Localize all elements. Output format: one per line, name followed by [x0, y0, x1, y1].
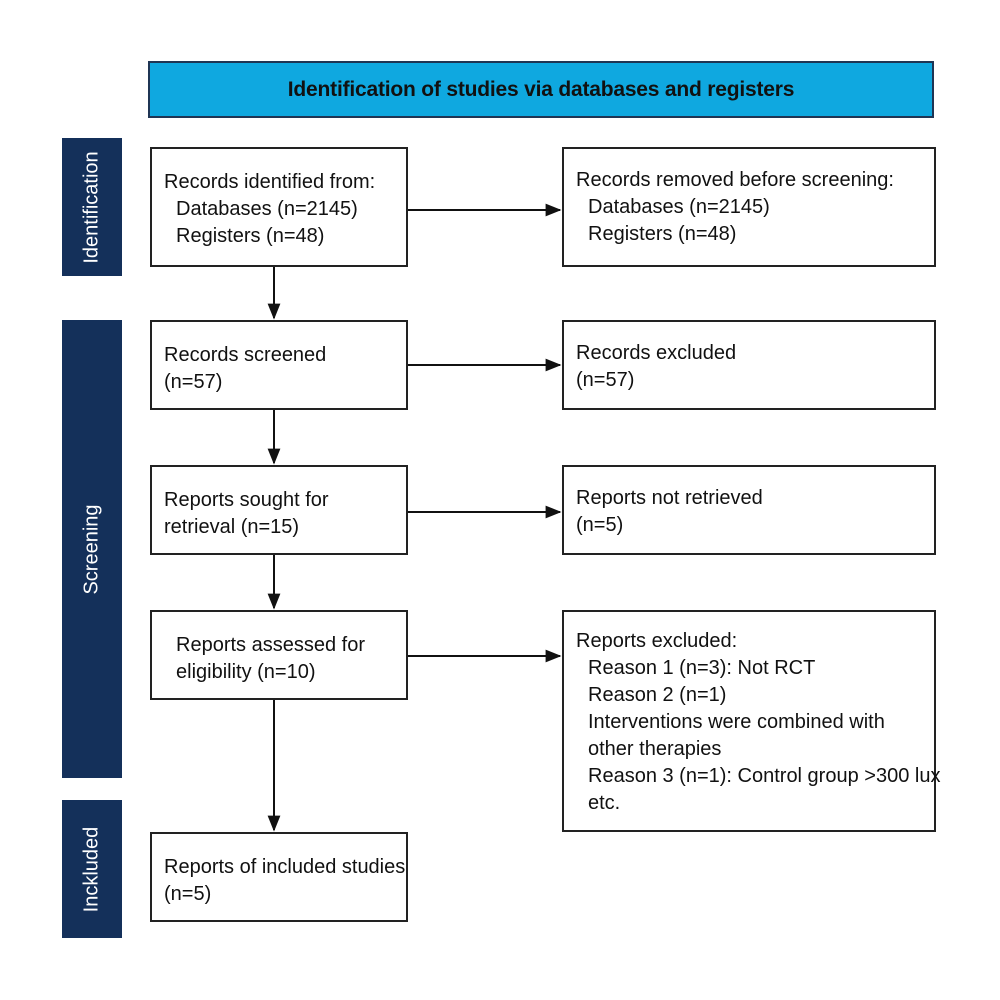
box-title: Reports excluded: — [576, 630, 738, 652]
box-title: Reports assessed for — [176, 634, 365, 656]
box-reports-included: Reports of included studies (n=5) — [150, 832, 408, 922]
stage-identification: Identification — [62, 138, 122, 276]
header-title: Identification of studies via databases … — [287, 77, 795, 101]
box-line: (n=5) — [576, 514, 624, 536]
box-line: Reason 3 (n=1): Control group >300 lux — [588, 765, 941, 787]
box-records-identified: Records identified from: Databases (n=21… — [150, 147, 408, 267]
box-title: Records identified from: — [164, 171, 376, 193]
box-line: Registers (n=48) — [176, 225, 325, 247]
stage-included: Inckluded — [62, 800, 122, 938]
box-reports-excluded: Reports excluded: Reason 1 (n=3): Not RC… — [562, 610, 941, 832]
box-reports-not-retrieved: Reports not retrieved (n=5) — [562, 465, 936, 555]
stage-included-label: Inckluded — [80, 826, 103, 912]
box-title: Reports of included studies — [164, 856, 406, 878]
stage-identification-label: Identification — [80, 150, 103, 264]
box-line: Databases (n=2145) — [176, 198, 358, 220]
stage-screening-label: Screening — [80, 503, 103, 595]
box-reports-assessed: Reports assessed for eligibility (n=10) — [150, 610, 408, 700]
box-line: Reason 1 (n=3): Not RCT — [588, 657, 816, 679]
stage-screening: Screening — [62, 320, 122, 778]
box-line: (n=5) — [164, 883, 212, 905]
box-line: retrieval (n=15) — [164, 516, 300, 538]
box-line: other therapies — [588, 738, 722, 760]
diagram-header: Identification of studies via databases … — [148, 61, 934, 118]
box-title: Records screened — [164, 344, 327, 366]
box-line: (n=57) — [164, 371, 223, 393]
box-line: eligibility (n=10) — [176, 661, 316, 683]
box-records-removed: Records removed before screening: Databa… — [562, 147, 936, 267]
box-line: Registers (n=48) — [588, 223, 737, 245]
box-line: Interventions were combined with — [588, 711, 885, 733]
box-records-screened: Records screened (n=57) — [150, 320, 408, 410]
box-line: (n=57) — [576, 369, 635, 391]
box-reports-sought: Reports sought for retrieval (n=15) — [150, 465, 408, 555]
box-records-excluded: Records excluded (n=57) — [562, 320, 936, 410]
box-title: Reports sought for — [164, 489, 329, 511]
box-line: Reason 2 (n=1) — [588, 684, 727, 706]
box-line: Databases (n=2145) — [588, 196, 770, 218]
box-title: Records excluded — [576, 342, 737, 364]
box-title: Records removed before screening: — [576, 169, 894, 191]
box-title: Reports not retrieved — [576, 487, 763, 509]
box-line: etc. — [588, 792, 621, 814]
